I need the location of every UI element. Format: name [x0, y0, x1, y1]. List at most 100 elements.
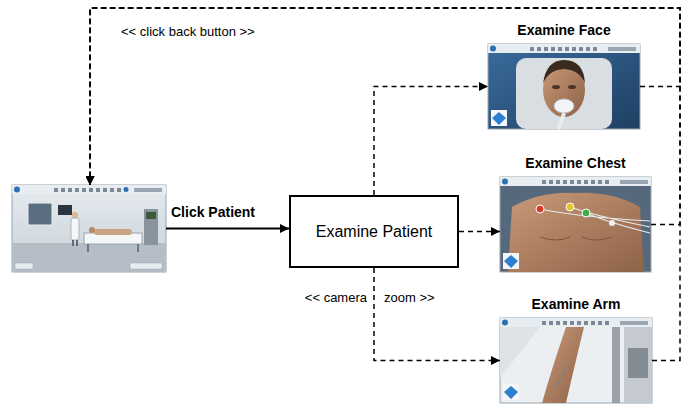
face-screenshot-part	[492, 112, 506, 125]
screen-heading: Examine Arm	[532, 296, 621, 312]
dashed-flow-arrow	[374, 268, 500, 361]
arm-screenshot-part-part	[542, 321, 546, 325]
face-screenshot-part-part	[579, 47, 583, 51]
room-screenshot-part	[124, 187, 129, 192]
room-screenshot-part	[58, 205, 72, 215]
arm-screenshot-part-part	[563, 321, 567, 325]
arm-screenshot-part	[504, 386, 518, 399]
screen-heading: Examine Face	[517, 22, 610, 38]
dashed-flow-arrow	[459, 231, 500, 233]
room-screenshot-part-part	[82, 188, 86, 192]
room-screenshot-part-part	[89, 188, 93, 192]
face-screenshot-part-part	[572, 47, 576, 51]
face-screenshot-part-part	[544, 47, 548, 51]
face-screenshot-part	[608, 47, 636, 51]
room-screenshot-part	[144, 209, 158, 245]
arm-screenshot-part	[500, 318, 652, 327]
room-screenshot-part	[12, 185, 166, 272]
face-screenshot-part	[530, 47, 597, 51]
annotation-label: << camera	[304, 290, 368, 305]
arm-screenshot-part	[542, 321, 609, 325]
dashed-flow-arrow	[90, 8, 680, 361]
face-screenshot-part-part	[565, 47, 569, 51]
room-screenshot-part	[134, 188, 162, 192]
chest-screenshot-part-part	[584, 180, 588, 184]
room-screenshot-part	[72, 212, 78, 218]
face-screenshot-part	[516, 58, 612, 129]
chest-screenshot	[500, 177, 651, 272]
chest-screenshot-part	[542, 180, 609, 184]
face-screenshot	[488, 44, 640, 129]
process-box: Examine Patient	[289, 195, 459, 268]
flow-arrow	[166, 228, 289, 230]
room-screenshot-part	[54, 188, 121, 192]
face-screenshot-part	[490, 46, 496, 52]
room-screenshot-part	[71, 218, 79, 240]
face-screenshot-part	[558, 113, 564, 129]
screenshot-node: Examine Face	[488, 44, 640, 129]
room-screenshot	[12, 185, 166, 272]
face-screenshot-part	[554, 99, 574, 113]
chest-screenshot-part	[540, 237, 612, 240]
arm-screenshot-part-part	[570, 321, 574, 325]
face-screenshot-part-part	[551, 47, 555, 51]
face-screenshot-part-part	[586, 47, 590, 51]
arm-screenshot-part	[556, 366, 566, 388]
screenshot-node	[12, 185, 166, 272]
room-screenshot-part-part	[117, 188, 121, 192]
dashed-flow-arrow	[90, 8, 680, 185]
chest-screenshot-part-part	[598, 180, 602, 184]
chest-screenshot-part-part	[605, 180, 609, 184]
room-screenshot-part-part	[68, 188, 72, 192]
chest-screenshot-part	[582, 209, 590, 217]
chest-screenshot-part	[540, 207, 650, 233]
face-screenshot-part-part	[558, 47, 562, 51]
face-screenshot-part	[543, 60, 585, 84]
screen-heading: Examine Chest	[525, 155, 625, 171]
arm-screenshot-part	[500, 318, 652, 403]
room-screenshot-part	[72, 240, 74, 246]
face-screenshot-part	[568, 85, 576, 89]
arm-screenshot-part-part	[549, 321, 553, 325]
face-screenshot-part-part	[530, 47, 534, 51]
arm-screenshot-part-part	[577, 321, 581, 325]
chest-screenshot-part-part	[563, 180, 567, 184]
room-screenshot-part-part	[103, 188, 107, 192]
face-screenshot-part	[488, 44, 640, 53]
face-screenshot-part	[491, 110, 507, 126]
room-screenshot-part	[12, 243, 166, 272]
chest-screenshot-part	[503, 253, 519, 269]
room-screenshot-part-part	[110, 188, 114, 192]
room-screenshot-part-part	[75, 188, 79, 192]
arm-screenshot-part-part	[556, 321, 560, 325]
room-screenshot-part-part	[96, 188, 100, 192]
dashed-flow-arrow	[374, 87, 488, 196]
chest-screenshot-part	[500, 177, 651, 272]
room-screenshot-part	[146, 212, 156, 219]
arm-screenshot-part	[500, 327, 540, 378]
chest-screenshot-part	[502, 179, 508, 185]
room-screenshot-part	[89, 227, 95, 233]
chest-screenshot-part-part	[542, 180, 546, 184]
edge-label: Click Patient	[170, 204, 256, 220]
arm-screenshot-part-part	[584, 321, 588, 325]
face-screenshot-part-part	[593, 47, 597, 51]
chest-screenshot-part	[566, 203, 574, 211]
face-screenshot-part	[552, 85, 560, 89]
arm-screenshot-part-part	[598, 321, 602, 325]
chest-screenshot-part-part	[577, 180, 581, 184]
chest-screenshot-part-part	[591, 180, 595, 184]
arm-screenshot-part	[612, 327, 620, 403]
chest-screenshot-part	[609, 220, 615, 226]
arm-screenshot-part	[628, 348, 648, 378]
room-screenshot-part	[12, 185, 166, 194]
screenshot-node: Examine Chest	[500, 177, 651, 272]
room-screenshot-part	[76, 240, 78, 246]
chest-screenshot-part	[504, 255, 518, 268]
room-screenshot-part	[87, 244, 89, 252]
room-screenshot-part	[130, 263, 162, 269]
arm-screenshot-part-part	[605, 321, 609, 325]
